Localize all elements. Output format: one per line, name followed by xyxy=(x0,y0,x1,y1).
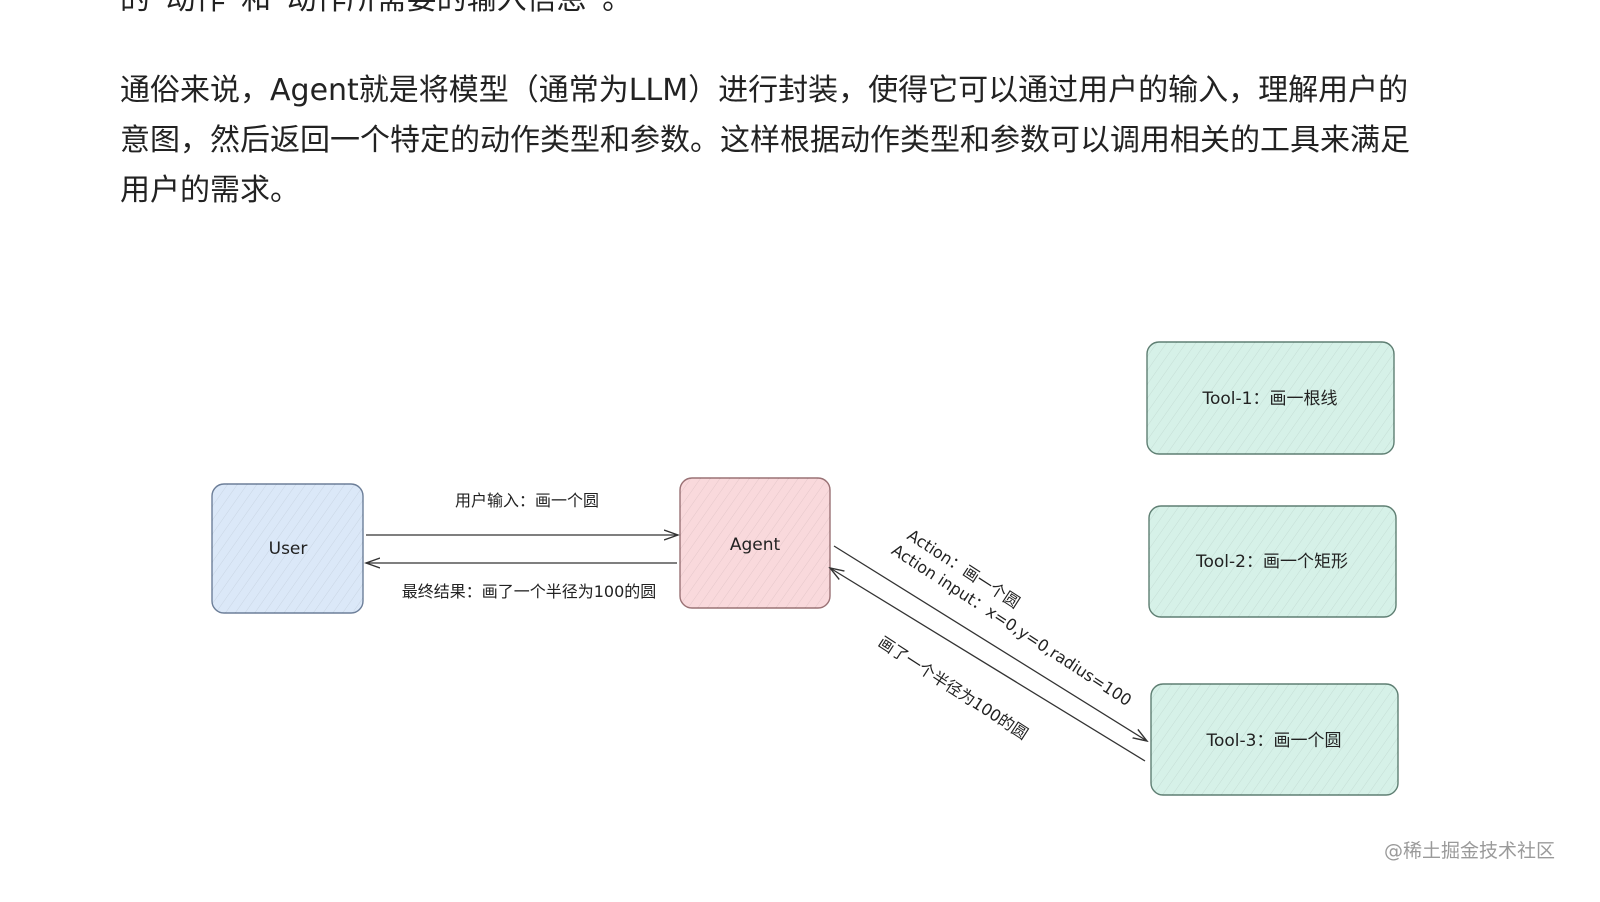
tool2-node: Tool-2：画一个矩形 xyxy=(1148,505,1397,618)
tool1-node: Tool-1：画一根线 xyxy=(1146,341,1395,455)
tool1-label: Tool-1：画一根线 xyxy=(1202,389,1338,409)
tool3-to-agent-arrow xyxy=(830,568,1146,762)
previous-paragraph-fragment: 的“动作”和“动作所需要的输入信息”。 xyxy=(120,0,632,18)
agent-label: Agent xyxy=(730,535,781,555)
intro-paragraph: 通俗来说，Agent就是将模型（通常为LLM）进行封装，使得它可以通过用户的输入… xyxy=(120,66,1485,216)
tool3-label: Tool-3：画一个圆 xyxy=(1206,731,1342,751)
agent-to-user-label: 最终结果：画了一个半径为100的圆 xyxy=(402,582,657,601)
tool3-to-agent-label: 画了一个半径为100的圆 xyxy=(875,632,1032,743)
watermark: @稀土掘金技术社区 xyxy=(1384,840,1556,862)
paragraph-line: 用户的需求。 xyxy=(120,173,300,208)
agent-node: Agent xyxy=(679,477,831,609)
user-to-agent-label: 用户输入：画一个圆 xyxy=(455,491,599,510)
agent-to-tool3-arrow xyxy=(833,545,1147,741)
user-node: User xyxy=(211,483,364,614)
tool3-node: Tool-3：画一个圆 xyxy=(1150,683,1399,796)
agent-to-tool3-input-label: Action input：x=0,y=0,radius=100 xyxy=(888,540,1135,710)
user-label: User xyxy=(269,539,308,559)
paragraph-line: 通俗来说，Agent就是将模型（通常为LLM）进行封装，使得它可以通过用户的输入… xyxy=(120,73,1409,108)
paragraph-line: 意图，然后返回一个特定的动作类型和参数。这样根据动作类型和参数可以调用相关的工具… xyxy=(120,123,1410,158)
tool2-label: Tool-2：画一个矩形 xyxy=(1195,552,1348,572)
